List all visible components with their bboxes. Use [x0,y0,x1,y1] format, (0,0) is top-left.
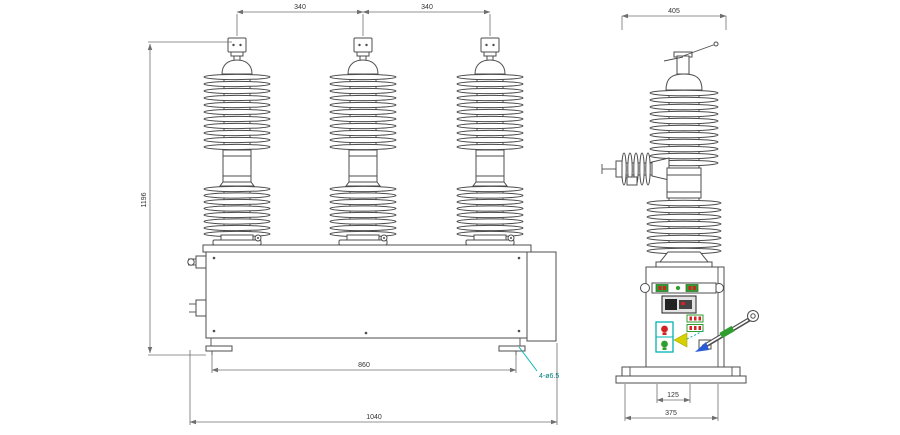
dimension-overall-width: 1040 [189,343,558,425]
dim-base-depth: 375 [665,410,677,417]
open-close-buttons [655,321,674,353]
dimension-base-depth: 375 [624,384,719,421]
side-pole-skirt [658,251,710,263]
mounting-foot-right [498,338,526,355]
dim-side-width: 405 [668,8,680,15]
hole-callout-text: 4-ø6.5 [539,373,559,380]
lifting-lug-icon [187,258,195,266]
side-pole-waist [666,167,702,199]
side-cabinet [526,251,557,342]
left-terminal-bracket [187,255,207,269]
side-view [601,41,759,384]
pole-center [329,37,397,246]
nameplate-bar [651,282,717,294]
direction-arrow-yellow-icon [673,330,704,348]
left-hinge-bracket [189,299,207,317]
green-label-left [655,284,669,292]
dim-height: 1196 [141,192,148,207]
lifting-eye-left-icon [640,283,650,293]
mechanism-box-front [205,251,528,339]
panel-screws [212,256,521,335]
mounting-plate [202,244,532,253]
red-button-icon [661,325,668,333]
dim-phase-left: 340 [294,4,306,11]
top-terminal-lever [663,41,719,75]
control-panel [640,282,759,353]
handle-green-label [719,325,735,339]
green-button-icon [661,340,668,348]
green-dot-icon [675,285,681,291]
dim-base-hole-spacing: 125 [667,392,679,399]
dimension-phase-spacing: 340 340 [236,4,491,36]
direction-arrow-blue-icon [695,342,709,352]
side-sheds-lower [646,199,722,255]
pole-right [456,37,524,246]
dimension-base-hole-spacing: 125 [656,384,691,403]
dim-phase-right: 340 [421,4,433,11]
dim-overall-width: 1040 [366,414,382,421]
dimension-overall-height: 1196 [141,41,232,356]
pole-left [203,37,271,246]
manual-handle [695,310,759,352]
hole-callout: 4-ø6.5 [518,346,559,380]
side-pole-dome [665,73,703,91]
dimension-side-width: 405 [621,8,727,30]
dimension-mounting-span: 860 [211,355,517,373]
dim-mounting-span: 860 [358,362,370,369]
front-view [187,37,557,355]
side-sheds-upper [649,89,719,167]
base-plate [615,366,747,384]
green-label-right [685,284,699,292]
mounting-foot-left [205,338,233,355]
